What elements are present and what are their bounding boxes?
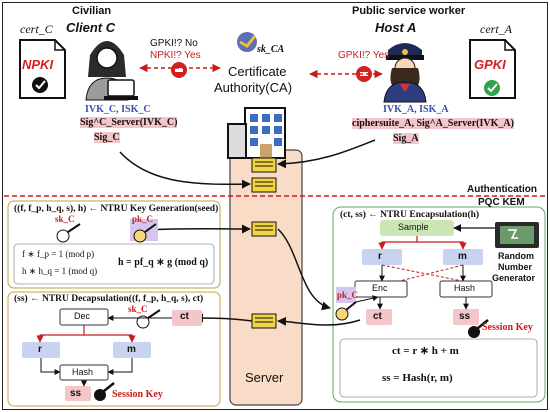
decap-ct-box [172, 310, 202, 326]
encap-eq-box [339, 338, 538, 398]
civilian-label: Civilian [72, 5, 112, 17]
cert-a-label: cert_A [480, 22, 512, 36]
encap-session-key-label: Session Key [482, 322, 533, 333]
host-person-icon [383, 43, 427, 103]
encap-sample-box [380, 220, 454, 236]
decap-dec-label: Dec [74, 311, 91, 321]
client-person-icon [85, 41, 138, 101]
decap-title: (ss) ← NTRU Decapsulation((f, f_p, h_q, … [14, 294, 204, 304]
host-to-server-arrow [277, 139, 376, 169]
encap-eq1: ct = r ∗ h + m [392, 345, 459, 357]
encap-ct-box [366, 309, 392, 325]
encap-eq2: ss = Hash(r, m) [382, 372, 453, 384]
encap-pk-highlight [336, 287, 356, 303]
decap-sk-key-icon [136, 309, 161, 329]
client-query-line2: NPKI!? Yes [150, 50, 201, 61]
encap-session-key-icon [468, 319, 489, 338]
encap-pk-key-icon [335, 301, 357, 321]
encap-r-label: r [378, 251, 382, 262]
keygen-title: ((f, f_p, h_q, s), h) ← NTRU Key Generat… [14, 204, 219, 214]
ca-building-icon [227, 107, 286, 159]
encap-enc-label: Enc [372, 283, 388, 293]
host-sig: Sig_A [393, 133, 419, 144]
decap-ct-label: ct [180, 311, 189, 322]
ct-to-server-arrow [277, 316, 361, 326]
cert-c-doc-label: NPKI [22, 57, 54, 72]
rng-line1: Random [498, 251, 534, 261]
keygen-eq2: h ∗ h_q = 1 (mod q) [22, 266, 98, 276]
public-worker-label: Public service worker [352, 5, 466, 17]
cert-a-document [469, 39, 516, 99]
decap-sk-label: sk_C [128, 304, 148, 314]
host-query: GPKI!? Yes [338, 50, 390, 61]
encap-ss-label: ss [459, 311, 471, 322]
server-msg-4 [251, 313, 277, 329]
host-cipher: ciphersuite_A, Sig^A_Server(IVK_A) [352, 118, 514, 129]
client-sig-server: Sig^C_Server(IVK_C) [80, 117, 178, 128]
client-name: Client C [66, 20, 116, 35]
encap-pk-label: pk_C [337, 290, 359, 300]
decap-r-label: r [38, 344, 42, 355]
encap-ct-label: ct [373, 311, 382, 322]
cert-a-doc-label: GPKI [474, 57, 506, 72]
keygen-sk-label: sk_C [55, 214, 75, 224]
cert-c-label: cert_C [20, 22, 53, 36]
ca-label-line1: Certificate [228, 64, 287, 79]
client-sig: Sig_C [94, 132, 120, 143]
rng-line3: Generator [492, 273, 536, 283]
server-to-encap-arrow [277, 228, 331, 311]
cert-c-document [19, 39, 66, 99]
decap-m-box [113, 342, 151, 358]
keygen-sk-key-icon [56, 223, 81, 243]
auth-title: Authentication [467, 184, 537, 195]
ca-key-label: sk_CA [257, 44, 285, 55]
client-to-server-arrow [119, 151, 251, 189]
encap-ss-box [453, 309, 479, 325]
host-name: Host A [375, 20, 417, 35]
pk-to-server-arrow [149, 224, 251, 234]
server-msg-3 [251, 221, 277, 237]
rng-device-icon [495, 222, 539, 248]
decap-r-box [22, 342, 60, 358]
decap-hash-label: Hash [72, 367, 94, 377]
decap-m-label: m [127, 344, 136, 355]
client-keys: IVK_C, ISK_C [85, 104, 151, 115]
host-keys: IVK_A, ISK_A [383, 104, 449, 115]
keygen-eq-box [13, 243, 215, 285]
encap-r-box [362, 249, 402, 265]
decap-session-key-label: Session Key [112, 389, 163, 400]
keygen-eq1: f ∗ f_p = 1 (mod p) [22, 249, 95, 259]
decap-ss-box [65, 386, 91, 401]
encap-sample-label: Sample [398, 222, 429, 232]
keygen-pk-key-icon [133, 223, 157, 243]
decap-session-key-icon [94, 382, 115, 401]
rng-line2: Number [498, 262, 533, 272]
ca-key-icon [237, 32, 257, 52]
pqc-label: PQC KEM [478, 197, 525, 208]
decap-ss-label: ss [70, 388, 82, 399]
server-label: Server [245, 370, 284, 385]
encap-hash-label: Hash [454, 283, 476, 293]
server-msg-1 [251, 157, 277, 173]
server-msg-2 [251, 177, 277, 193]
client-query-line1: GPKI!? No [150, 38, 198, 49]
ca-label-line2: Authority(CA) [214, 80, 293, 95]
encap-m-box [443, 249, 483, 265]
keygen-pk-label: pk_C [132, 214, 154, 224]
client-query-badge [171, 62, 187, 78]
keygen-eq3: h = pf_q ∗ g (mod q) [118, 257, 209, 268]
encap-m-label: m [458, 251, 467, 262]
encap-title: (ct, ss) ← NTRU Encapsulation(h) [340, 210, 480, 220]
